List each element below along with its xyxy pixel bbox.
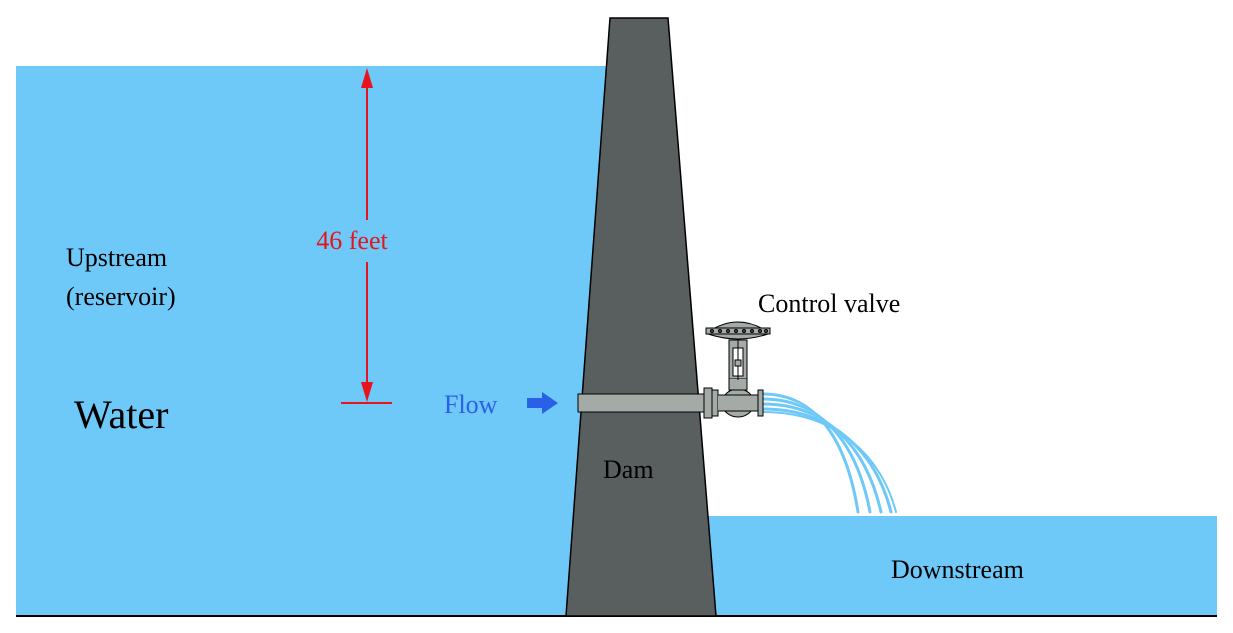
reservoir-water <box>16 66 616 616</box>
dimension-arrow-bottom <box>361 382 373 402</box>
upstream-label: Upstream <box>66 243 167 272</box>
downstream-water <box>700 516 1217 616</box>
dam-label: Dam <box>603 455 654 484</box>
control-valve-label: Control valve <box>758 289 900 318</box>
pipe <box>577 393 705 413</box>
control-valve <box>703 321 771 419</box>
dam <box>565 17 717 617</box>
flow-arrow <box>527 392 558 414</box>
water-label: Water <box>74 392 169 437</box>
height-label: 46 feet <box>316 226 388 255</box>
dimension-arrow-top <box>361 68 373 88</box>
water-jet <box>761 392 897 514</box>
reservoir-label: (reservoir) <box>66 282 176 311</box>
height-dimension <box>341 68 392 404</box>
flow-label: Flow <box>444 390 498 419</box>
downstream-label: Downstream <box>891 555 1024 584</box>
